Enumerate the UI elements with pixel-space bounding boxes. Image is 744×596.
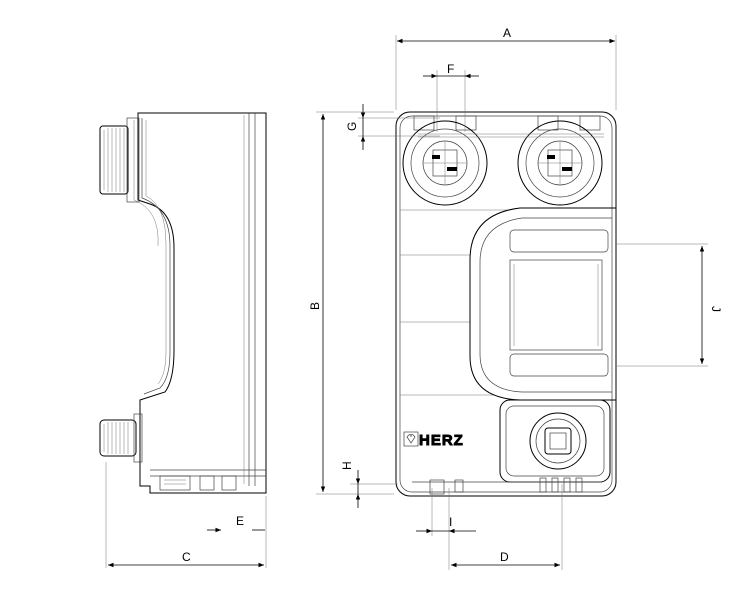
valve-left <box>402 115 488 206</box>
side-bottom-knob <box>99 413 143 463</box>
dim-label-g: G <box>345 122 359 131</box>
side-top-knob <box>99 117 140 203</box>
dimensions: A F G B H J I <box>105 26 723 570</box>
dim-label-b: B <box>308 302 322 310</box>
dim-label-e: E <box>236 514 244 528</box>
dim-label-d: D <box>500 550 509 564</box>
dim-label-j: J <box>709 306 723 312</box>
pipe-loop <box>469 207 616 401</box>
dim-label-i: I <box>449 515 452 529</box>
dim-label-h: H <box>340 461 354 470</box>
side-bottom-fittings <box>150 469 266 491</box>
side-view <box>99 112 267 494</box>
brand-logo: HERZ <box>403 432 464 449</box>
brand-logo-text: HERZ <box>419 432 464 449</box>
front-view: HERZ <box>395 111 617 497</box>
front-bottom-fittings <box>412 477 602 495</box>
dim-label-a: A <box>503 26 511 40</box>
valve-right <box>517 115 603 206</box>
pump <box>499 399 611 483</box>
dim-label-f: F <box>447 62 454 76</box>
dim-label-c: C <box>182 550 191 564</box>
